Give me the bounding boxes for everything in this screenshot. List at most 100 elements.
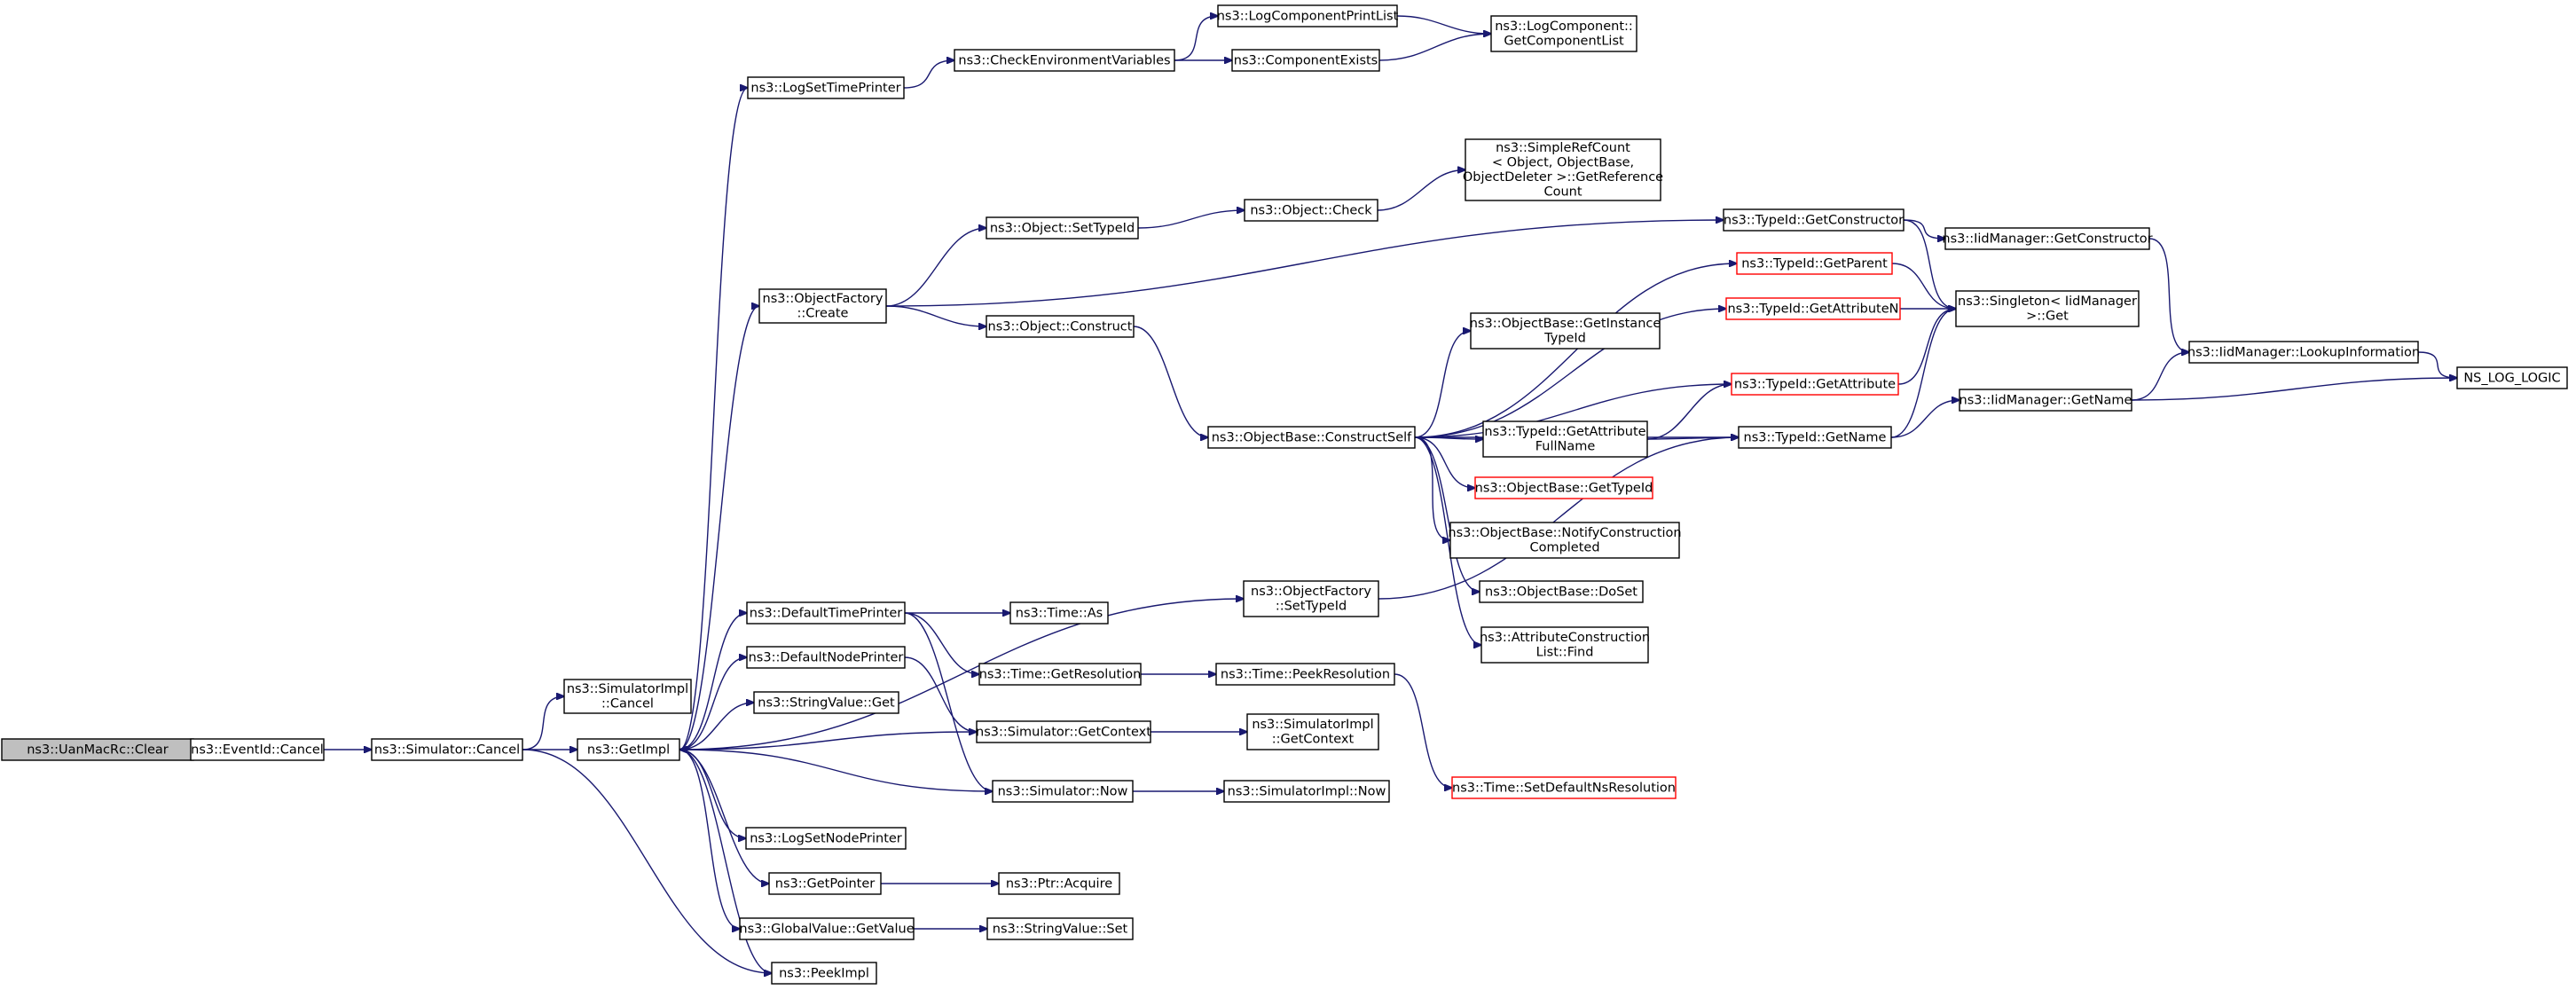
graph-node-n47[interactable]: ns3::Ptr::Acquire — [998, 872, 1120, 895]
node-box[interactable] — [954, 49, 1175, 72]
graph-node-n25[interactable]: ns3::IidManager::LookupInformation — [2187, 341, 2420, 364]
node-box[interactable] — [1231, 49, 1380, 72]
node-box[interactable] — [739, 917, 915, 940]
node-box[interactable] — [1959, 389, 2132, 412]
graph-node-n21[interactable]: ns3::TypeId::GetAttribute — [1731, 373, 1899, 396]
node-box[interactable] — [986, 315, 1135, 338]
node-box[interactable] — [1482, 420, 1648, 458]
node-box[interactable] — [2188, 341, 2419, 364]
node-box[interactable] — [1465, 138, 1661, 201]
graph-node-n48[interactable]: ns3::GlobalValue::GetValue — [739, 917, 915, 940]
graph-node-n28[interactable]: ns3::ObjectBase::NotifyConstructionCompl… — [1448, 522, 1682, 559]
graph-node-n4[interactable]: ns3::GetImpl — [577, 738, 680, 761]
graph-node-n19[interactable]: ns3::TypeId::GetAttributeN — [1725, 297, 1901, 320]
node-box[interactable] — [998, 872, 1120, 895]
graph-node-n45[interactable]: ns3::LogSetNodePrinter — [745, 827, 907, 850]
node-box[interactable] — [1479, 580, 1644, 603]
node-box[interactable] — [1490, 15, 1637, 52]
node-box[interactable] — [978, 663, 1142, 686]
node-box[interactable] — [1723, 208, 1905, 232]
graph-node-n18[interactable]: ns3::Singleton< IidManager>::Get — [1955, 290, 2140, 327]
node-box[interactable] — [1944, 227, 2150, 250]
node-box[interactable] — [371, 738, 523, 761]
node-box[interactable] — [1009, 601, 1109, 625]
graph-node-n2[interactable]: ns3::Simulator::Cancel — [371, 738, 523, 761]
graph-node-n29[interactable]: ns3::ObjectBase::DoSet — [1479, 580, 1644, 603]
node-box[interactable] — [771, 962, 877, 985]
node-box[interactable] — [745, 827, 907, 850]
graph-node-n9[interactable]: ns3::LogComponent::GetComponentList — [1490, 15, 1637, 52]
node-box[interactable] — [1246, 713, 1379, 750]
node-box[interactable] — [986, 917, 1134, 940]
graph-node-n8[interactable]: ns3::LogComponentPrintList — [1217, 4, 1399, 28]
graph-node-n42[interactable]: ns3::SimulatorImpl::GetContext — [1246, 713, 1379, 750]
node-box[interactable] — [976, 720, 1151, 743]
graph-node-n14[interactable]: ns3::SimpleRefCount< Object, ObjectBase,… — [1463, 138, 1663, 201]
node-box[interactable] — [1244, 199, 1378, 222]
node-box[interactable] — [1738, 426, 1892, 449]
node-box[interactable] — [1243, 580, 1379, 617]
graph-node-n44[interactable]: ns3::ObjectFactory::SetTypeId — [1243, 580, 1379, 617]
graph-node-n10[interactable]: ns3::ComponentExists — [1231, 49, 1380, 72]
node-box[interactable] — [747, 76, 905, 99]
node-box[interactable] — [758, 288, 887, 324]
graph-node-n24[interactable]: ns3::IidManager::GetName — [1959, 389, 2132, 412]
graph-node-n16[interactable]: ns3::ObjectBase::ConstructSelf — [1207, 426, 1416, 449]
node-box[interactable] — [768, 872, 882, 895]
graph-node-n38[interactable]: ns3::Simulator::Now — [992, 780, 1134, 803]
node-box[interactable] — [1207, 426, 1416, 449]
graph-node-n11[interactable]: ns3::ObjectFactory::Create — [758, 288, 887, 324]
graph-node-n26[interactable]: NS_LOG_LOGIC — [2456, 366, 2568, 389]
node-box[interactable] — [1731, 373, 1899, 396]
node-box[interactable] — [190, 738, 325, 761]
graph-node-n27[interactable]: ns3::ObjectBase::GetTypeId — [1474, 476, 1653, 499]
node-box[interactable] — [1451, 776, 1677, 799]
graph-node-n7[interactable]: ns3::CheckEnvironmentVariables — [954, 49, 1175, 72]
graph-node-n40[interactable]: ns3::DefaultNodePrinter — [746, 646, 906, 669]
graph-node-n17[interactable]: ns3::TypeId::GetParent — [1736, 252, 1893, 275]
graph-node-n32[interactable]: ns3::IidManager::GetConstructor — [1942, 227, 2153, 250]
node-box[interactable] — [563, 679, 692, 714]
graph-node-n12[interactable]: ns3::Object::SetTypeId — [986, 216, 1139, 240]
graph-node-n39[interactable]: ns3::SimulatorImpl::Now — [1223, 780, 1390, 803]
node-box[interactable] — [1215, 663, 1395, 686]
node-box[interactable] — [1223, 780, 1390, 803]
graph-node-n23[interactable]: ns3::TypeId::GetName — [1738, 426, 1892, 449]
node-box[interactable] — [1217, 4, 1398, 28]
graph-node-n1[interactable]: ns3::EventId::Cancel — [190, 738, 325, 761]
graph-node-n49[interactable]: ns3::StringValue::Set — [986, 917, 1134, 940]
node-box[interactable] — [746, 646, 906, 669]
node-box[interactable] — [1470, 312, 1661, 350]
graph-node-n0[interactable]: ns3::UanMacRc::Clear — [1, 738, 194, 761]
graph-node-n37[interactable]: ns3::Time::SetDefaultNsResolution — [1451, 776, 1677, 799]
graph-node-n15[interactable]: ns3::Object::Construct — [986, 315, 1135, 338]
node-box[interactable] — [1955, 290, 2140, 327]
graph-node-n13[interactable]: ns3::Object::Check — [1244, 199, 1378, 222]
node-box[interactable] — [577, 738, 680, 761]
node-box[interactable] — [1736, 252, 1893, 275]
node-box[interactable] — [986, 216, 1139, 240]
graph-node-n34[interactable]: ns3::Time::As — [1009, 601, 1109, 625]
node-box[interactable] — [753, 691, 899, 714]
node-box[interactable] — [1480, 626, 1649, 664]
graph-node-n46[interactable]: ns3::GetPointer — [768, 872, 882, 895]
node-box[interactable] — [2456, 366, 2568, 389]
node-box[interactable] — [1474, 476, 1653, 499]
graph-node-n35[interactable]: ns3::Time::GetResolution — [978, 663, 1142, 686]
graph-node-n31[interactable]: ns3::TypeId::GetConstructor — [1723, 208, 1905, 232]
graph-node-n43[interactable]: ns3::StringValue::Get — [753, 691, 899, 714]
node-label: ns3::SimulatorImpl — [1252, 718, 1373, 732]
node-box[interactable] — [1725, 297, 1901, 320]
graph-node-n36[interactable]: ns3::Time::PeekResolution — [1215, 663, 1395, 686]
node-box[interactable] — [746, 601, 906, 625]
graph-node-n6[interactable]: ns3::LogSetTimePrinter — [747, 76, 905, 99]
graph-node-n3[interactable]: ns3::SimulatorImpl::Cancel — [563, 679, 692, 714]
graph-node-n33[interactable]: ns3::DefaultTimePrinter — [746, 601, 906, 625]
node-box[interactable] — [1449, 522, 1680, 559]
node-box[interactable] — [992, 780, 1134, 803]
graph-node-n5[interactable]: ns3::PeekImpl — [771, 962, 877, 985]
graph-node-n41[interactable]: ns3::Simulator::GetContext — [976, 720, 1151, 743]
